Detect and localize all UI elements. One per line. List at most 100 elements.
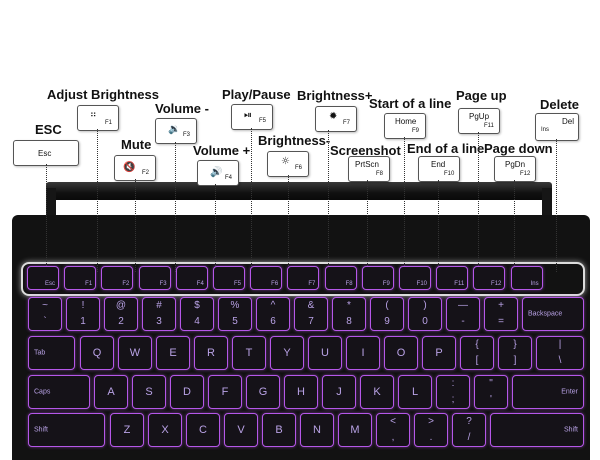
callout-key-label: PgUp — [469, 112, 490, 121]
key-shift-legend: & — [307, 300, 315, 311]
key-x[interactable]: X — [148, 413, 182, 447]
callout-key-f2: 🔇 F2 — [114, 155, 156, 181]
key-bracket-1[interactable]: }] — [498, 336, 532, 370]
key-q[interactable]: Q — [80, 336, 114, 370]
key-semicolon[interactable]: :; — [436, 375, 470, 409]
key-backslash[interactable]: |\ — [536, 336, 584, 370]
key-=[interactable]: += — [484, 297, 518, 331]
fn-row-key-f6[interactable]: F6 — [250, 266, 283, 290]
key-t[interactable]: T — [232, 336, 266, 370]
key-legend: 1 — [80, 316, 86, 327]
fn-row-key-f12[interactable]: F12 — [473, 266, 506, 290]
key-s[interactable]: S — [132, 375, 166, 409]
key-h[interactable]: H — [284, 375, 318, 409]
backspace-key[interactable]: Backspace — [522, 297, 584, 331]
fn-row-key-ins[interactable]: Ins — [510, 266, 543, 290]
leader-line — [367, 180, 368, 272]
key-p[interactable]: P — [422, 336, 456, 370]
fn-row-key-f2[interactable]: F2 — [101, 266, 134, 290]
callout-key-f7: ✹ F7 — [315, 106, 357, 132]
key-legend: A — [107, 386, 115, 398]
key-bracket-0[interactable]: {[ — [460, 336, 494, 370]
key-o[interactable]: O — [384, 336, 418, 370]
key-1[interactable]: !1 — [66, 297, 100, 331]
tab-key[interactable]: Tab — [28, 336, 75, 370]
callout-key-fn: F8 — [376, 171, 384, 177]
key-i[interactable]: I — [346, 336, 380, 370]
key-g[interactable]: G — [246, 375, 280, 409]
key-period[interactable]: >. — [414, 413, 448, 447]
callout-key-esc: Esc — [13, 140, 79, 166]
callout-key-f3: 🔉 F3 — [155, 118, 197, 144]
shift-right-key[interactable]: Shift — [490, 413, 584, 447]
fn-row-key-f5[interactable]: F5 — [213, 266, 245, 290]
shift-left-key[interactable]: Shift — [28, 413, 105, 447]
key-0[interactable]: )0 — [408, 297, 442, 331]
key-c[interactable]: C — [186, 413, 220, 447]
key-7[interactable]: &7 — [294, 297, 328, 331]
key--[interactable]: —- — [446, 297, 480, 331]
fn-row-key-f10[interactable]: F10 — [399, 266, 431, 290]
key-d[interactable]: D — [170, 375, 204, 409]
key-6[interactable]: ^6 — [256, 297, 290, 331]
key-k[interactable]: K — [360, 375, 394, 409]
enter-label: Enter — [561, 388, 578, 396]
key-a[interactable]: A — [94, 375, 128, 409]
fn-row-key-label: Ins — [530, 281, 539, 287]
fn-row-key-f1[interactable]: F1 — [64, 266, 97, 290]
key-3[interactable]: #3 — [142, 297, 176, 331]
leader-line — [288, 175, 289, 272]
callout-key-fn: F3 — [183, 132, 191, 138]
key-f[interactable]: F — [208, 375, 242, 409]
key-r[interactable]: R — [194, 336, 228, 370]
key-l[interactable]: L — [398, 375, 432, 409]
key-2[interactable]: @2 — [104, 297, 138, 331]
label-brightness-down: Brightness- — [258, 133, 331, 148]
fn-row-key-f9[interactable]: F9 — [361, 266, 394, 290]
key-shift-legend: { — [475, 339, 479, 350]
key-w[interactable]: W — [118, 336, 152, 370]
key-`[interactable]: ~` — [28, 297, 62, 331]
brightness-up-icon: ✹ — [329, 111, 338, 122]
fn-row-key-f11[interactable]: F11 — [436, 266, 469, 290]
key-8[interactable]: *8 — [332, 297, 366, 331]
leader-line — [135, 179, 136, 272]
callout-key-label: End — [431, 160, 446, 169]
key-4[interactable]: $4 — [180, 297, 214, 331]
key-b[interactable]: B — [262, 413, 296, 447]
enter-key[interactable]: Enter — [512, 375, 584, 409]
key-shift-legend: ? — [466, 416, 472, 427]
label-delete: Delete — [540, 97, 580, 112]
keyboard-hinge — [46, 182, 552, 200]
caps-lock-key[interactable]: Caps — [28, 375, 90, 409]
fn-row-key-f7[interactable]: F7 — [287, 266, 320, 290]
fn-row-key-label: Esc — [44, 281, 55, 287]
key-9[interactable]: (9 — [370, 297, 404, 331]
fn-row-key-f4[interactable]: F4 — [175, 266, 208, 290]
fn-row-key-f3[interactable]: F3 — [138, 266, 171, 290]
fn-row-key-f8[interactable]: F8 — [324, 266, 357, 290]
key-m[interactable]: M — [338, 413, 372, 447]
key-5[interactable]: %5 — [218, 297, 252, 331]
key-legend: H — [297, 386, 305, 398]
key-n[interactable]: N — [300, 413, 334, 447]
fn-row-key-esc[interactable]: Esc — [27, 266, 59, 290]
callout-key-fn: Ins — [541, 127, 550, 133]
key-legend: T — [245, 347, 253, 359]
key-j[interactable]: J — [322, 375, 356, 409]
leader-line — [328, 130, 329, 272]
key-u[interactable]: U — [308, 336, 342, 370]
callout-key-fn: F4 — [225, 175, 233, 181]
label-adjust-brightness: Adjust Brightness — [47, 87, 159, 102]
key-z[interactable]: Z — [110, 413, 144, 447]
key-v[interactable]: V — [224, 413, 258, 447]
fn-row-key-label: F7 — [308, 281, 316, 287]
key-comma[interactable]: <, — [376, 413, 410, 447]
key-y[interactable]: Y — [270, 336, 304, 370]
key-legend: K — [373, 386, 381, 398]
key-e[interactable]: E — [156, 336, 190, 370]
callout-key-f10: End F10 — [418, 156, 460, 182]
key-slash[interactable]: ?/ — [452, 413, 486, 447]
key-quote[interactable]: "' — [474, 375, 508, 409]
fn-row-key-label: F12 — [491, 281, 502, 287]
